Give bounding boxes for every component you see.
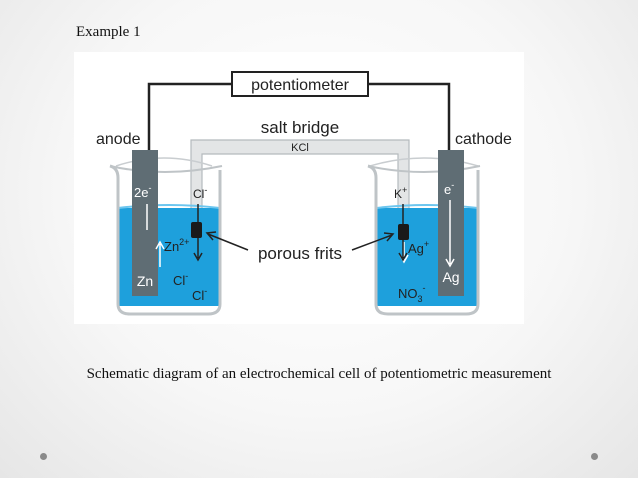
- silver-ion-label: Ag+: [408, 239, 429, 256]
- cathode-label: cathode: [455, 131, 512, 148]
- potassium-label: K+: [394, 185, 407, 201]
- chloride-bridge-sup: -: [204, 185, 207, 195]
- chloride-1-label: Cl-: [173, 271, 188, 288]
- salt-bridge-label: salt bridge: [261, 118, 339, 137]
- chloride-2-text: Cl: [192, 288, 204, 303]
- silver-ion-sup: +: [424, 239, 429, 249]
- left-bottom-dot: [40, 453, 47, 460]
- electron-right-text: e: [444, 182, 451, 197]
- silver-ion-text: Ag: [408, 241, 424, 256]
- chloride-2-sup: -: [204, 286, 207, 296]
- left-beaker-glass: [109, 164, 222, 316]
- zinc-label: Zn: [137, 273, 153, 289]
- left-solution-surface: [117, 204, 221, 209]
- nitrate-sub: 3: [418, 294, 423, 304]
- potassium-sup: +: [402, 185, 407, 195]
- circuit-wire: [147, 82, 451, 150]
- example-heading: Example 1: [76, 24, 141, 40]
- zinc-ion-label: Zn2+: [164, 237, 189, 254]
- chloride-bridge-text: Cl: [193, 187, 204, 201]
- potentiometer-box: [231, 71, 369, 97]
- nitrate-text: NO: [398, 286, 418, 301]
- left-beaker-back-rim: [115, 157, 213, 167]
- chloride-1-text: Cl: [173, 273, 185, 288]
- chloride-bridge-label: Cl-: [193, 185, 207, 201]
- silver-electrode: [438, 150, 464, 296]
- potassium-text: K: [394, 187, 402, 201]
- left-beaker-rim: [109, 165, 223, 173]
- cell-diagram-svg: potentiometer salt bridge KCl anode cath…: [96, 71, 512, 316]
- right-solution-surface: [375, 204, 479, 209]
- kcl-label: KCl: [291, 142, 309, 154]
- silver-electron-arrow: [445, 200, 455, 268]
- porous-frits-label: porous frits: [258, 244, 342, 263]
- figure-caption: Schematic diagram of an electrochemical …: [86, 366, 552, 382]
- right-beaker-rim: [367, 165, 481, 173]
- anode-label: anode: [96, 131, 141, 148]
- electron-right-label: e-: [444, 180, 454, 197]
- electrons-left-label: 2e-: [134, 183, 151, 200]
- zinc-ion-arrow: [155, 240, 165, 267]
- right-beaker-back-rim: [369, 157, 479, 167]
- electrons-left-text: 2e: [134, 185, 148, 200]
- zinc-ion-sup: 2+: [179, 237, 189, 247]
- chloride-1-sup: -: [185, 271, 188, 281]
- silver-label: Ag: [442, 269, 459, 285]
- nitrate-sup: -: [423, 283, 426, 293]
- nitrate-label: NO3-: [398, 283, 426, 304]
- porous-frits-left-pointer: [205, 231, 249, 251]
- chloride-2-label: Cl-: [192, 286, 207, 303]
- right-beaker-glass: [367, 164, 480, 316]
- right-porous-frit: [398, 224, 409, 240]
- zinc-electrode: [132, 150, 158, 296]
- right-bottom-dot: [591, 453, 598, 460]
- left-porous-frit: [191, 222, 202, 238]
- electron-right-sup: -: [451, 180, 454, 190]
- electrochemical-cell-diagram: potentiometer salt bridge KCl anode cath…: [74, 52, 524, 324]
- zinc-ion-text: Zn: [164, 239, 179, 254]
- electrons-left-sup: -: [148, 183, 151, 193]
- potentiometer-label: potentiometer: [251, 77, 350, 94]
- porous-frits-right-pointer: [351, 232, 395, 251]
